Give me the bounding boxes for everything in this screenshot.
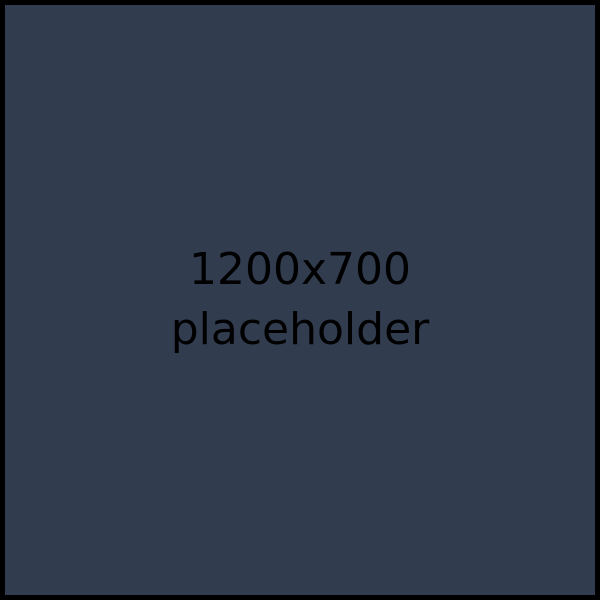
placeholder-dimensions-text: 1200x700	[189, 244, 411, 295]
placeholder-label: 1200x700 placeholder	[171, 240, 430, 360]
placeholder-word-text: placeholder	[170, 304, 430, 355]
